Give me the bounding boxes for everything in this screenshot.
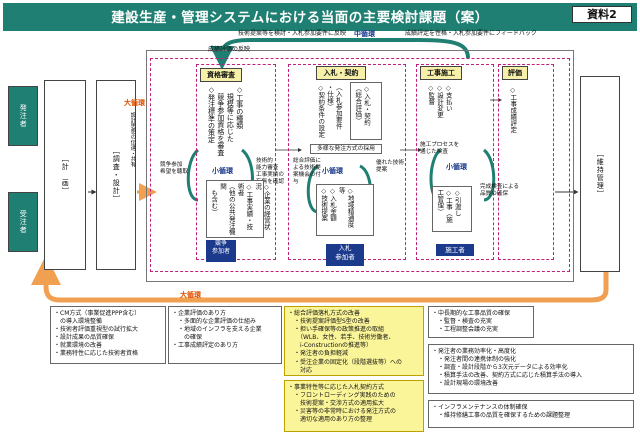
bid-spec: （入札参加要件・仕様）◇契約条件の設定: [316, 84, 343, 138]
mid-loop-arrow: [210, 38, 470, 70]
maintain-label: ［維持管理］: [596, 150, 605, 198]
page-title: 建設生産・管理システムにおける当面の主要検討課題（案）: [111, 10, 489, 26]
build-process-note: 施工プロセスを 通じた検査: [420, 142, 460, 155]
bid-header: 入札・契約: [316, 66, 366, 80]
orderer-label: 発注者: [19, 104, 28, 128]
qual-arrow-left-note: 競争参加 希望を聴取: [160, 162, 188, 175]
perf-feedback-note: 成績評定を性格・入札参加要件にフィードバック: [405, 30, 537, 37]
small-loop-mid-label: 小循環: [322, 167, 343, 175]
panel-comprehensive-eval: ・総合評価落札方式の改善 ・技術提案評価型S型の改善 ・担い手確保等の政策推進の…: [284, 306, 424, 376]
panel-quality: ・中長期的な工事品質の確保 ・監督・検査の充実 ・工程調整会議の充実: [428, 306, 534, 338]
contractor-label: 受注者: [19, 210, 28, 234]
panel-maintenance: ・インフラメンテナンスの体制確保 ・維持修繕工事の品質を確保するための課題整理: [428, 400, 634, 428]
survey-label: ［調査・設計］: [112, 147, 121, 203]
plan-box: ［計 画］: [44, 80, 86, 270]
bid-box: ◇地域精通度等◇入札金額◇技術提案: [316, 184, 374, 236]
contractor-box: 受注者: [8, 192, 38, 252]
build-column: [416, 64, 494, 260]
qual-column: [196, 64, 276, 260]
panel-contract-method: ・事業特性等に応じた入札契約方式 ・フロントローディング実践のための 技術提案・…: [284, 380, 424, 432]
results-reflect-note: 成績評価の反映: [208, 46, 251, 53]
bid-sub-box: ◇入札・契約（総合評価）: [350, 82, 382, 140]
panel-cm-method: ・CM方式（事業促進PPP含む） の導入環境整備・技術者評価重視型の試行拡大・設…: [50, 306, 166, 364]
eval-note: 完成検査による 品質の確保: [480, 184, 519, 197]
big-loop-top-label: 大循環: [124, 99, 145, 107]
big-loop-bottom-label: 大循環: [180, 291, 201, 299]
design-share-note: 設計思想の伝達・共有: [129, 112, 136, 167]
eval-header: 評価: [502, 66, 528, 80]
small-loop-mid: [306, 164, 319, 214]
outer-frame: [146, 50, 574, 282]
tech-feedback-note: 技術提案等を検討・入札参加要件に反映: [238, 30, 347, 37]
build-box: ◇引渡し◇工事（施工管理）: [432, 186, 472, 232]
small-loop-right-label: 小循環: [446, 163, 467, 171]
build-items: ◇支払い◇設計変更◇監督: [426, 84, 453, 118]
small-loop-left: [186, 148, 200, 202]
panel-efficiency: ・発注者の業務効率化・高度化 ・発注者間の連携体制の強化 ・調査・設計段階から3…: [428, 344, 634, 394]
bid-left-note: 総合評価による技術提案機会の付与: [293, 158, 321, 185]
qual-items: ◇工事の種類 規模等に応じた 競争参加資格を審査◇発注標準の策定: [207, 86, 244, 156]
build-foot: 施工者: [436, 244, 474, 256]
survey-box: ［調査・設計］: [96, 80, 136, 270]
document-badge: 資料2: [572, 6, 632, 23]
bid-foot: 入札 参加者: [326, 244, 364, 266]
maintain-box: ［維持管理］: [580, 76, 620, 272]
multi-order-box: 多様な発注方式の採用: [310, 144, 382, 154]
panel-company-eval: ・企業評価のあり方 ・多面的な企業評価の仕組み ・地域のインフラを支える企業 の…: [168, 306, 282, 364]
eval-items: ◇工事成績評定: [508, 86, 517, 133]
big-loop-bottom-arrow: [31, 255, 609, 303]
title-bar: [3, 3, 637, 31]
qual-foot: 競争 参加者: [206, 240, 236, 262]
construction-frame: [150, 58, 570, 272]
bid-right-note: 優れた技術提案: [376, 160, 404, 173]
orderer-box: 発注者: [8, 86, 38, 146]
mid-loop-label: 中循環: [354, 30, 375, 38]
qual-header: 資格審査: [200, 68, 242, 82]
small-loop-left-label: 小循環: [212, 167, 233, 175]
plan-label: ［計 画］: [61, 155, 70, 195]
build-header: 工事施工: [420, 66, 462, 80]
qual-arrow-right-note: 技術的 能力審査 工事実績の 有無を確認: [256, 158, 284, 185]
qual-box: ◇企業の経営状況◇工事実績・技術者（他の公共発注機関 も含む）: [206, 180, 270, 238]
eval-column: [498, 64, 554, 260]
